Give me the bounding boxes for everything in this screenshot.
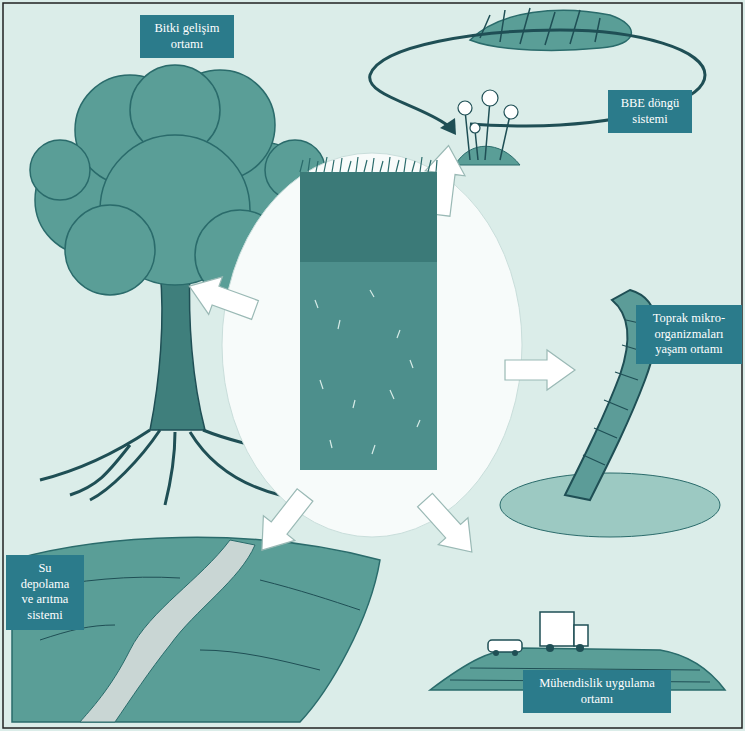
function-label-box: Mühendislik uygulama ortamı <box>523 670 671 713</box>
function-label: BBE döngü sistemi <box>616 96 684 127</box>
function-label-box: Su depolama ve arıtma sistemi <box>6 555 84 630</box>
function-label: Toprak mikro-organizmaları yaşam ortamı <box>644 311 734 358</box>
function-label: Bitki gelişim ortamı <box>148 21 226 52</box>
soil-profile <box>300 157 437 470</box>
residue-cycle <box>370 8 705 165</box>
function-label: Su depolama ve arıtma sistemi <box>14 561 76 624</box>
function-arrows <box>182 143 575 565</box>
function-label: Mühendislik uygulama ortamı <box>531 676 663 707</box>
function-label-box: Toprak mikro-organizmaları yaşam ortamı <box>636 305 742 364</box>
function-label-box: BBE döngü sistemi <box>608 90 692 133</box>
function-label-box: Bitki gelişim ortamı <box>140 15 234 58</box>
